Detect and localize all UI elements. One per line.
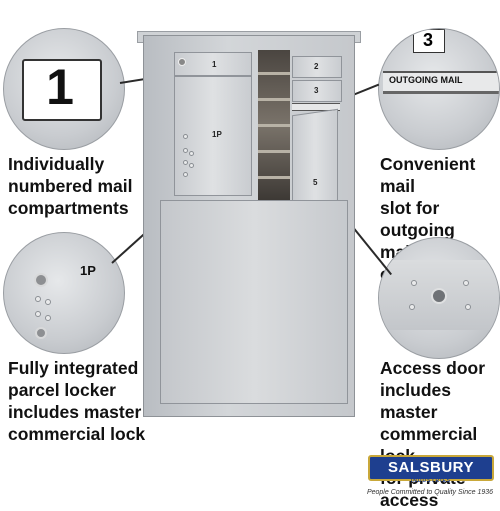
- zoom-compartment-number: 1: [3, 28, 125, 150]
- rivet-icon: [35, 296, 41, 302]
- door-number-3: 3: [314, 86, 319, 95]
- open-access-door: [292, 108, 338, 208]
- rivet-icon: [465, 304, 471, 310]
- parcel-number: 1P: [212, 130, 222, 139]
- door-number-2: 2: [314, 62, 319, 71]
- lock-icon: [35, 327, 47, 339]
- outgoing-mail-label: OUTGOING MAIL: [389, 75, 463, 85]
- lock-icon: [34, 273, 48, 287]
- parcel-number-label: 1P: [80, 263, 96, 278]
- door-number-1: 1: [212, 60, 217, 69]
- caption-access: Access door includes master commercial l…: [380, 358, 486, 510]
- caption-parcel: Fully integrated parcel locker includes …: [8, 358, 146, 444]
- rivet-icon: [411, 280, 417, 286]
- brand-name: SALSBURY: [388, 459, 474, 476]
- open-interior: [258, 50, 290, 200]
- outgoing-mail-slot-small: [292, 103, 340, 111]
- lower-cabinet-panel: [160, 200, 348, 404]
- brand-tagline: People Committed to Quality Since 1936: [366, 489, 494, 496]
- rivet-icon: [409, 304, 415, 310]
- rivet-icon: [45, 299, 51, 305]
- compartment-number-label: 1: [46, 59, 74, 115]
- lock-icon: [178, 58, 186, 66]
- rivet-icon: [463, 280, 469, 286]
- door-number-5: 5: [313, 178, 318, 187]
- rivet-icon: [35, 311, 41, 317]
- rivet-icon: [183, 148, 188, 153]
- compartment-door-2: [292, 56, 342, 78]
- zoom-outgoing-mail: 3 OUTGOING MAIL: [378, 28, 500, 150]
- rivet-icon: [189, 151, 194, 156]
- number-plate: [22, 59, 102, 121]
- rivet-icon: [183, 134, 188, 139]
- rivet-icon: [189, 163, 194, 168]
- caption-compartments: Individually numbered mail compartments: [8, 154, 133, 218]
- zoom-access-lock: [378, 237, 500, 359]
- rivet-icon: [183, 160, 188, 165]
- lock-icon: [431, 288, 447, 304]
- brand-sub: INDUSTRIES: [410, 478, 452, 484]
- salsbury-logo: SALSBURY: [368, 455, 494, 481]
- rivet-icon: [45, 315, 51, 321]
- compartment-door-1: [174, 52, 252, 76]
- compartment-door-3: [292, 80, 342, 102]
- outgoing-number-plate: [413, 29, 445, 53]
- rivet-icon: [183, 172, 188, 177]
- outgoing-mail-slot: [383, 71, 499, 94]
- outgoing-number: 3: [422, 30, 433, 50]
- zoom-parcel-lock: 1P: [3, 232, 125, 354]
